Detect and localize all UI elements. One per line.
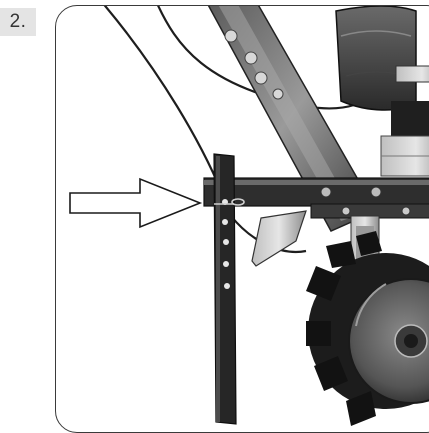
frame-crossbar bbox=[203, 177, 429, 219]
depth-stake bbox=[213, 153, 237, 425]
hairpin-clip-icon bbox=[214, 198, 245, 206]
step-number-label: 2. bbox=[9, 11, 27, 32]
step-number-badge: 2. bbox=[0, 8, 36, 36]
tine-wheel bbox=[306, 231, 429, 426]
handle-bar bbox=[207, 6, 378, 232]
tiller-illustration bbox=[103, 6, 429, 426]
mud-guard bbox=[251, 210, 307, 267]
illustration-frame bbox=[55, 5, 429, 433]
engine bbox=[335, 6, 429, 177]
arrow-right-outline-icon bbox=[69, 177, 203, 229]
